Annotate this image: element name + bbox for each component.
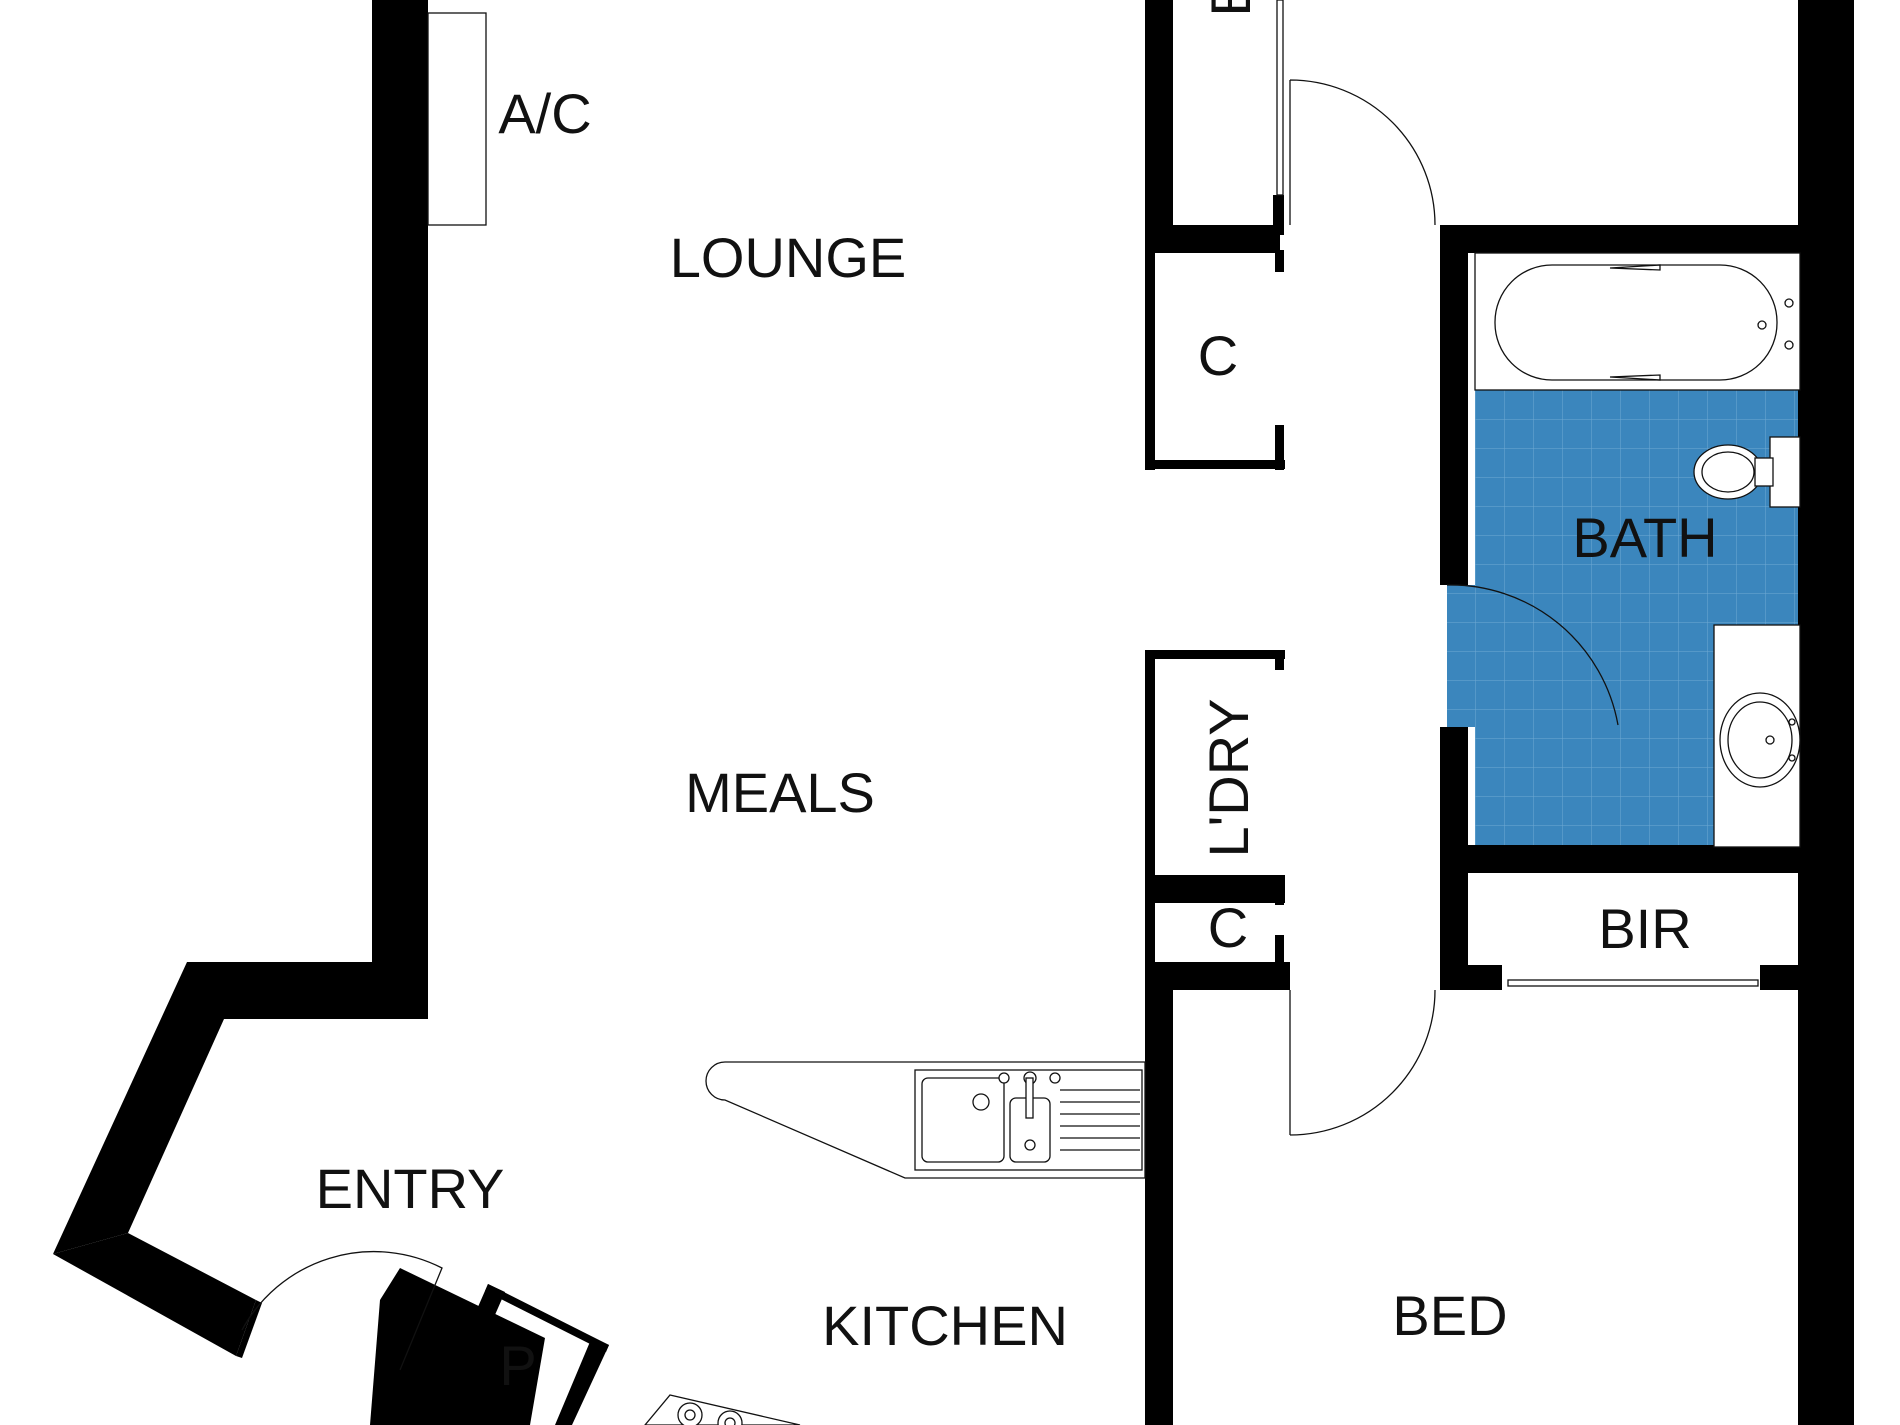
- pantry: [443, 1284, 609, 1425]
- walls: [53, 0, 1854, 1425]
- room-label-meals: MEALS: [685, 761, 875, 824]
- room-label-bir-mid: BIR: [1598, 897, 1691, 960]
- room-label-bed: BED: [1392, 1284, 1507, 1347]
- room-label-entry: ENTRY: [316, 1157, 505, 1220]
- room-label-cupboard-top: C: [1198, 324, 1238, 387]
- room-label-bath: BATH: [1572, 506, 1717, 569]
- lounge-door-swing: [1289, 79, 1436, 226]
- room-label-kitchen: KITCHEN: [822, 1294, 1068, 1357]
- bir-top-slider: [1276, 0, 1284, 196]
- bed-door-swing: [1289, 989, 1436, 1136]
- kitchen-bench: [705, 1061, 1146, 1179]
- room-label-bir-top: BIR: [1199, 0, 1262, 17]
- entry-door-swing: [241, 1250, 443, 1371]
- label-ac: A/C: [498, 82, 591, 145]
- bath-door-swing: [1446, 584, 1619, 726]
- bathtub: [1474, 252, 1801, 391]
- room-label-lounge: LOUNGE: [670, 226, 907, 289]
- room-label-pantry: P: [499, 1334, 536, 1397]
- cooktop: [644, 1394, 801, 1425]
- bir-mid-slider: [1507, 979, 1759, 987]
- room-label-laundry: L'DRY: [1197, 698, 1260, 857]
- room-label-cupboard-low: C: [1208, 896, 1248, 959]
- toilet: [1693, 436, 1801, 508]
- ac-unit: [427, 12, 487, 226]
- vanity: [1713, 624, 1801, 848]
